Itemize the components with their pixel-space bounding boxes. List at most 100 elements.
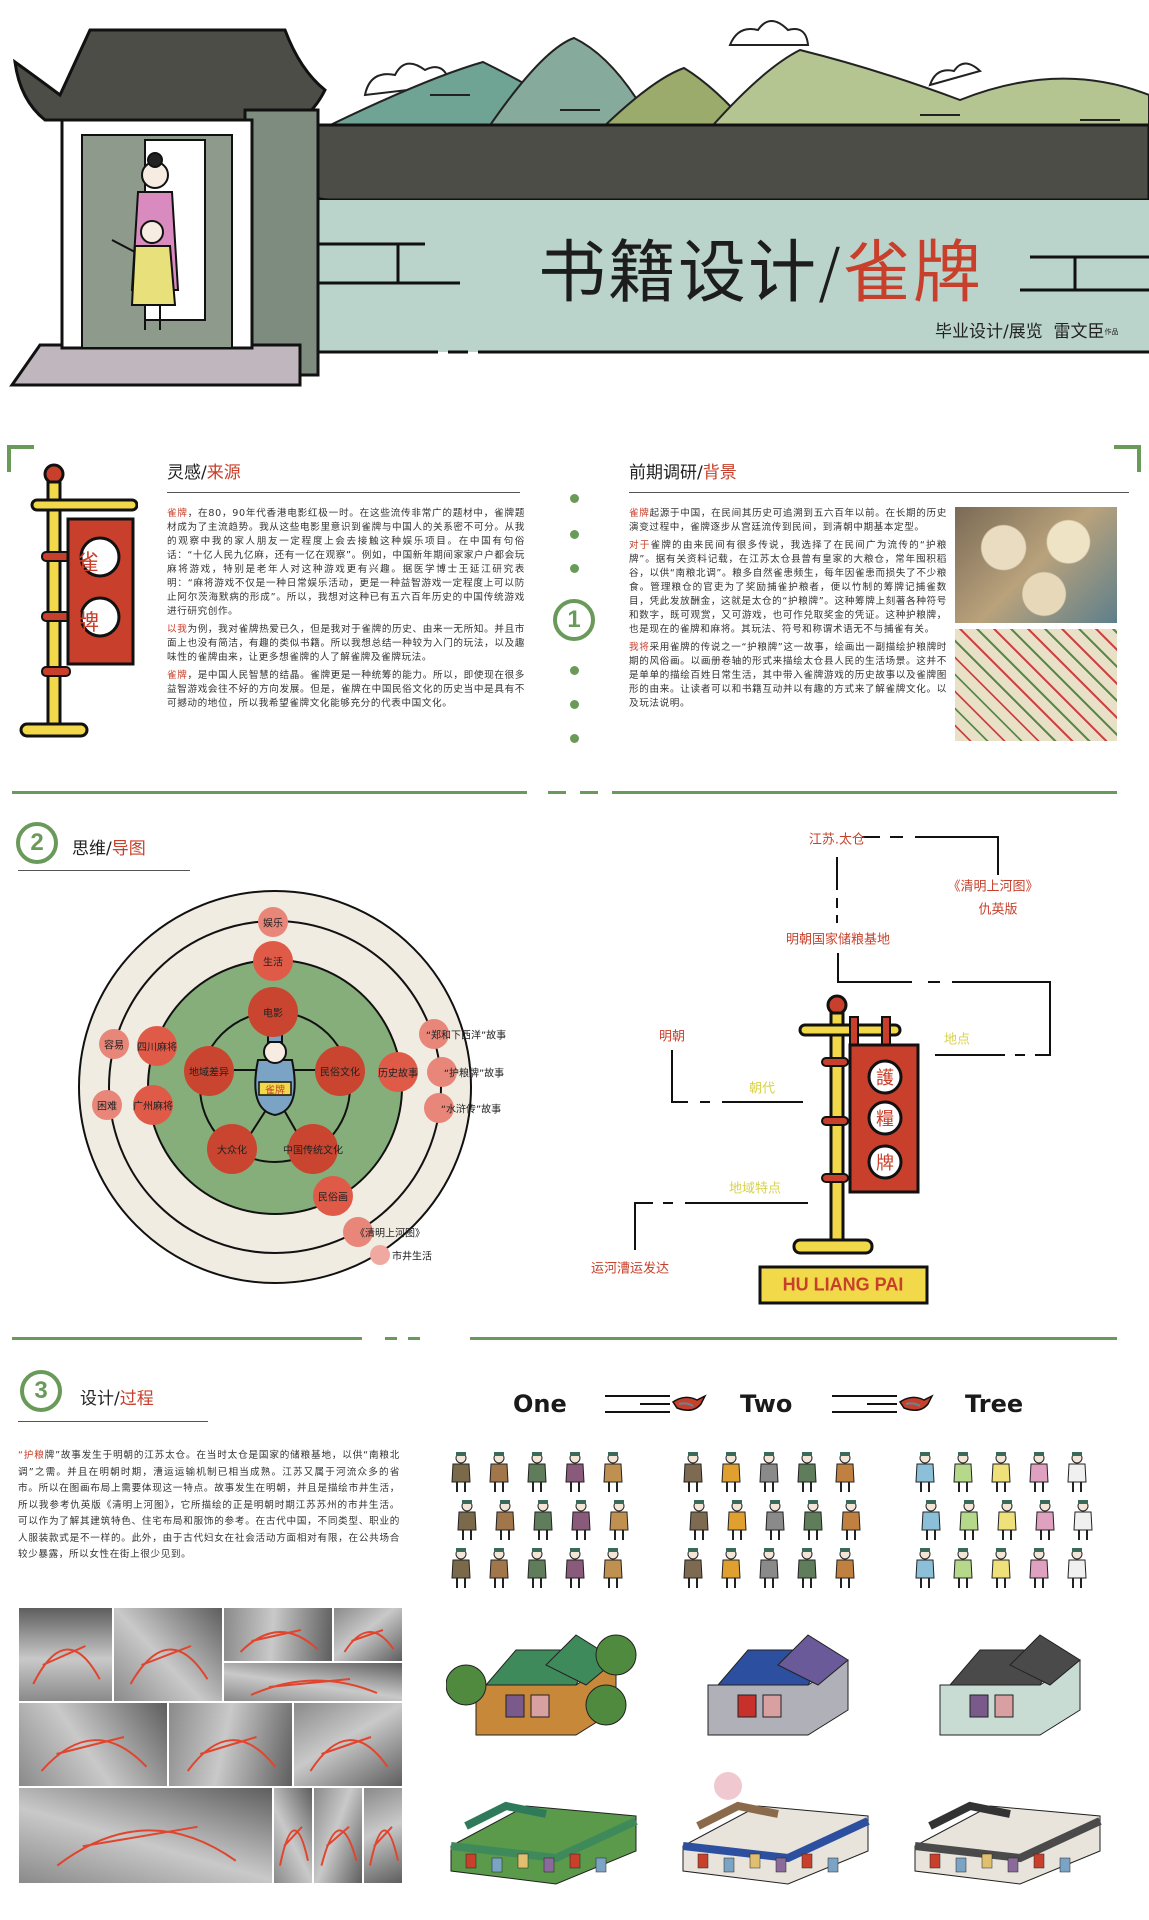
person-figure (457, 1500, 477, 1540)
mind-map-bubble-label: 《清明上河图》 (355, 1228, 425, 1240)
person-figure (565, 1452, 585, 1492)
person-figure (489, 1452, 509, 1492)
mind-map-bubble-label: 民俗文化 (320, 1067, 360, 1079)
paragraph-lead: “护粮 (18, 1450, 45, 1461)
section-number-2: 2 (16, 822, 58, 864)
title-underline (18, 1421, 208, 1422)
label-painting: 《清明上河图》 (947, 879, 1039, 895)
person-figure (921, 1500, 941, 1540)
person-figure (835, 1452, 855, 1492)
paragraph-text: ，是中国人民智慧的结晶。雀牌更是一种统筹的能力。所以，即使现在很多益智游戏会往不… (167, 670, 525, 709)
mind-map-bubble-label: “护粮牌”故事 (443, 1068, 505, 1080)
courtyard-illustration (682, 1772, 870, 1885)
person-figure (797, 1452, 817, 1492)
reference-painting-photo (18, 1607, 113, 1702)
mind-map-bubble-label: 地域差异 (189, 1067, 229, 1079)
person-figure (451, 1452, 471, 1492)
mind-map-bubble-label: 广州麻将 (133, 1101, 173, 1113)
reference-painting-photo (293, 1702, 403, 1787)
section-title-main: 灵感/ (167, 463, 207, 483)
person-figure (727, 1500, 747, 1540)
label-dynasty-value: 明朝 (658, 1029, 686, 1045)
section-divider (612, 791, 1117, 794)
mind-map-bubble (315, 1046, 365, 1096)
concept-diagram-lines (634, 836, 1051, 1305)
label-dynasty: 朝代 (748, 1081, 776, 1097)
mind-map-bubble (258, 907, 288, 937)
header-author: 雷文臣 (1053, 322, 1105, 342)
person-figure (915, 1452, 935, 1492)
red-outline-annotation (369, 1826, 399, 1866)
section-number-1: 1 (553, 599, 595, 641)
gate-side-wall (243, 108, 320, 377)
section-title-main: 设计/ (80, 1389, 120, 1409)
dot-divider (570, 530, 579, 539)
section-title-main: 思维/ (72, 839, 112, 859)
red-outline-annotation (320, 1826, 358, 1866)
design-text: “护粮牌”故事发生于明朝的江苏太仓。在当时太仓是国家的储粮基地，以供“南粮北调”… (18, 1448, 400, 1568)
person-figure (603, 1548, 623, 1588)
person-figure (527, 1548, 547, 1588)
person-figure (953, 1548, 973, 1588)
dot-divider (570, 494, 579, 503)
stage-label-one: One (513, 1390, 567, 1418)
red-outline-annotation (239, 1629, 319, 1653)
paragraph: 我将采用雀牌的传说之一“护粮牌”这一故事，绘画出一副描绘护粮牌时期的风俗画。以画… (629, 641, 947, 711)
paragraph: 雀牌起源于中国，在民间其历史可追溯到五六百年以前。在长期的历史演变过程中，雀牌逐… (629, 507, 947, 535)
person-figure (765, 1500, 785, 1540)
sign-char: 雀 (76, 551, 100, 576)
paragraph-lead: 雀牌 (167, 508, 188, 519)
label-painting-version: 仇英版 (978, 902, 1018, 918)
paragraph-lead: 雀牌 (629, 508, 650, 519)
reference-painting-photo (223, 1662, 403, 1702)
wall-ornament-right (1020, 255, 1149, 292)
person-figure (603, 1452, 623, 1492)
header-title-main: 书籍设计/ (538, 234, 843, 313)
person-figure (495, 1500, 515, 1540)
bird-icon (832, 1394, 934, 1413)
person-figure (683, 1548, 703, 1588)
paragraph-lead: 雀牌 (167, 670, 188, 681)
person-figure (959, 1500, 979, 1540)
paragraph-text: 牌”故事发生于明朝的江苏太仓。在当时太仓是国家的储粮基地，以供“南粮北调”之需。… (18, 1450, 400, 1560)
person-figure (997, 1500, 1017, 1540)
stage-label-tree: Tree (965, 1390, 1024, 1418)
section-title-accent: 来源 (206, 463, 241, 483)
mind-map-bubble (248, 987, 298, 1037)
dot-divider (570, 700, 579, 709)
person-figure (721, 1548, 741, 1588)
person-figure (803, 1500, 823, 1540)
person-figure (841, 1500, 861, 1540)
mind-map-bubble-label: “郑和下西洋”故事 (425, 1030, 507, 1042)
person-figure (1073, 1500, 1093, 1540)
paragraph: 以我为例，我对雀牌热爱已久，但是我对于雀牌的历史、由来一无所知。并且市面上也没有… (167, 623, 525, 665)
header-title: 书籍设计/雀牌 (538, 240, 983, 308)
person-figure (571, 1500, 591, 1540)
paragraph-lead: 对于 (629, 540, 651, 551)
person-figure (759, 1452, 779, 1492)
mind-map-bubble (99, 1029, 129, 1059)
red-outline-annotation (186, 1736, 277, 1772)
reference-painting-photo (313, 1787, 363, 1884)
courtyard-illustration (450, 1801, 638, 1885)
mind-map-bubble-label: 四川麻将 (137, 1042, 177, 1054)
mind-map-bubble (419, 1019, 449, 1049)
person-figure (991, 1548, 1011, 1588)
paragraph-text: 采用雀牌的传说之一“护粮牌”这一故事，绘画出一副描绘护粮牌时期的风俗画。以画册卷… (629, 642, 947, 709)
red-outline-annotation (56, 1825, 237, 1867)
dot-divider (570, 666, 579, 675)
header-author-suffix: 作品 (1104, 327, 1119, 336)
header-subtitle-text: 毕业设计/展览 (935, 322, 1043, 342)
mountain-shape (697, 48, 1149, 141)
person-figure (533, 1500, 553, 1540)
person-figure (689, 1500, 709, 1540)
mind-map-bubble-label: 电影 (263, 1008, 283, 1020)
section-title-main: 前期调研/ (629, 463, 703, 483)
mind-map-bubble-label: 困难 (97, 1101, 117, 1113)
mountain-details (430, 94, 1120, 121)
section-title-design: 设计/过程 (80, 1384, 154, 1409)
mind-map-bubble-label: 民俗画 (318, 1192, 348, 1204)
bird-icon (605, 1394, 707, 1413)
header-title-accent: 雀牌 (842, 234, 983, 313)
